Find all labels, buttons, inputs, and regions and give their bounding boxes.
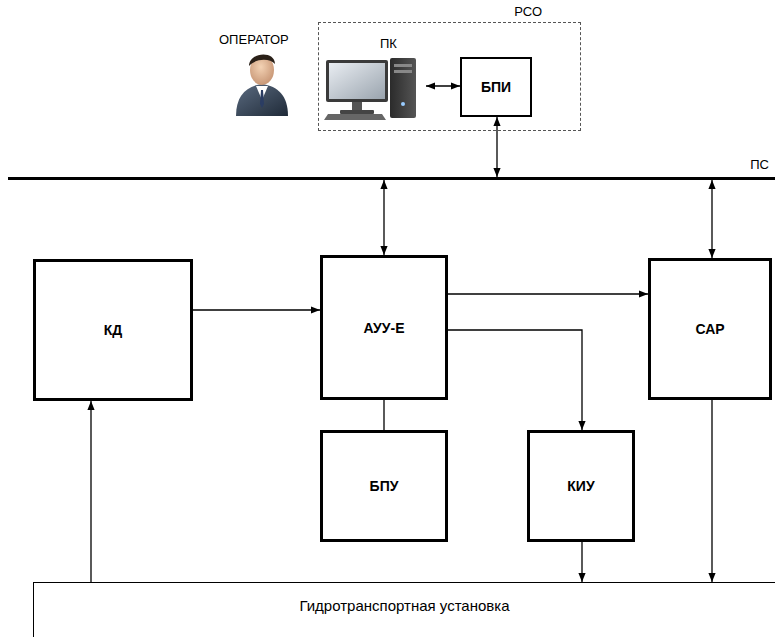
node-label: ПК [380,36,397,51]
plant-band: Гидротранспортная установка [33,582,775,637]
node-label: КД [104,322,123,338]
connector-arrow [581,542,582,582]
pc-computer: ПК [322,34,426,124]
computer-icon [322,54,426,124]
actuator-box: КИУ [527,430,635,542]
group-title: РСО [512,4,544,19]
workstation-group: РСОПКБПИ [318,22,581,131]
controller-box: АУУ-Е [320,255,448,400]
role-label: ОПЕРАТОР [219,32,289,47]
process-box: КД [33,259,193,401]
connector-arrow [383,180,384,255]
node-label: КИУ [567,478,594,494]
connector-arrow [426,85,460,86]
connector-arrow [711,400,712,582]
node-label: АУУ-Е [364,320,405,336]
node-label: БПУ [370,478,399,494]
operator-icon [236,54,288,116]
connector-arrow [711,180,712,258]
connector-arrow [448,293,648,294]
node-label: САР [695,321,724,337]
connector-arrow [448,330,582,430]
node-label: БПИ [481,79,511,95]
connector-arrow [496,117,497,177]
group-title: ПС [750,157,769,172]
connector-arrow [90,401,91,582]
control-panel-box: БПУ [320,430,448,542]
connector-arrow [193,309,320,310]
node-label: Гидротранспортная установка [299,597,509,614]
system-bus: ПС [8,177,775,180]
connector-arrow [383,400,384,430]
regulator-box: САР [648,258,772,400]
interface-block: БПИ [460,57,532,117]
